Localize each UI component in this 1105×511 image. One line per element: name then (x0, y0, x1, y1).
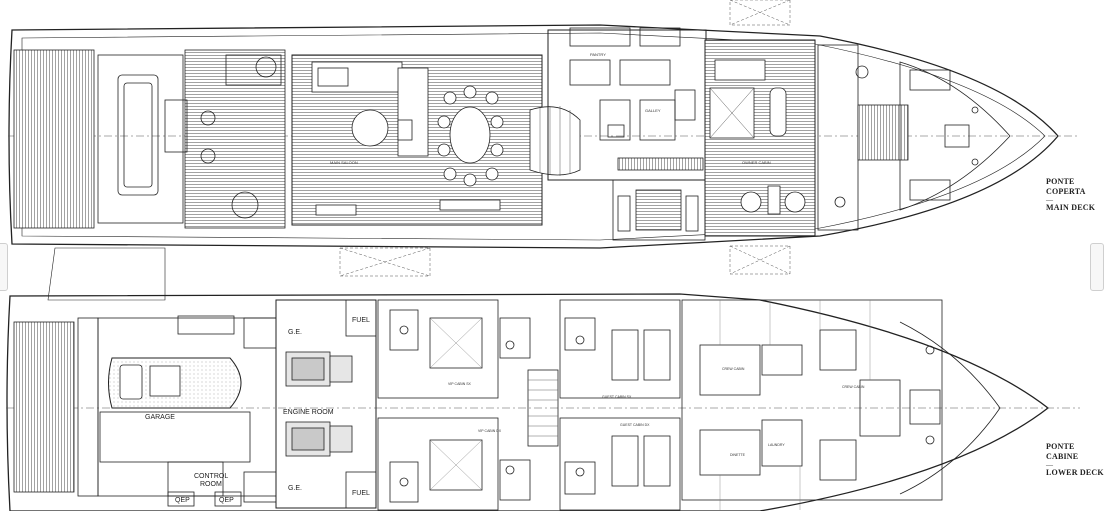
pantry-label: PANTRY (590, 52, 606, 57)
starboard-engine (285, 421, 331, 457)
lower-deck-title-it: PONTE CABINE (1046, 442, 1079, 461)
main-deck-hull-outline (8, 24, 1059, 249)
engine-room-area (275, 299, 377, 509)
crew-cabin-label-1: CREW CABIN (722, 367, 745, 371)
main-deck-title-en: MAIN DECK (1046, 203, 1096, 212)
viewer-prev-tab[interactable] (0, 243, 8, 291)
generator-top-label: G.E. (288, 329, 302, 336)
dinette-label: DINETTE (730, 453, 746, 457)
main-deck-swim-platform (13, 49, 95, 229)
port-engine (285, 351, 331, 387)
laundry-label: LAUNDRY (768, 443, 785, 447)
guest-cabin-dx-area (559, 417, 681, 511)
vip-cabin-sx-label: VIP CABIN SX (448, 382, 472, 386)
main-deck-title-it: PONTE COPERTA (1046, 177, 1086, 196)
qep-label-2: QEP (219, 497, 234, 504)
lower-deck-title-separator: — (1046, 461, 1054, 469)
lower-deck-title: PONTE CABINE — LOWER DECK (1046, 442, 1105, 478)
lower-deck-hull-outline (6, 293, 1050, 511)
vip-cabin-dx-area (377, 417, 499, 511)
guest-cabin-sx-label: GUEST CABIN SX (602, 395, 632, 399)
guest-cabin-dx-label: GUEST CABIN DX (620, 423, 650, 427)
crew-cabin-label-2: CREW CABIN (842, 385, 865, 389)
main-deck-title: PONTE COPERTA — MAIN DECK (1046, 177, 1105, 213)
control-room-label-2: ROOM (200, 481, 222, 488)
lower-deck-swim-platform (13, 321, 75, 493)
control-room-label-1: CONTROL (194, 473, 228, 480)
garage-label: GARAGE (145, 414, 175, 421)
fuel-tank-bottom-label: FUEL (352, 490, 370, 497)
vip-cabin-sx-area (377, 299, 499, 399)
crew-area (681, 299, 943, 501)
engine-room-label: ENGINE ROOM (283, 409, 334, 416)
qep-label-1: QEP (175, 497, 190, 504)
main-deck-aft-cockpit (184, 49, 286, 229)
viewer-next-tab[interactable] (1090, 243, 1104, 291)
main-saloon-label: MAIN SALOON (330, 160, 358, 165)
owner-cabin-label: OWNER CABIN (742, 160, 771, 165)
main-deck-title-separator: — (1046, 196, 1054, 204)
main-deck-plan (8, 0, 1080, 301)
lower-deck-plan (6, 293, 1080, 511)
galley-label: GALLEY (645, 108, 661, 113)
vip-cabin-dx-label: VIP CABIN DX (478, 429, 502, 433)
lower-deck-title-en: LOWER DECK (1046, 468, 1104, 477)
guest-cabin-sx-area (559, 299, 681, 399)
generator-bottom-label: G.E. (288, 485, 302, 492)
fuel-tank-top-label: FUEL (352, 317, 370, 324)
